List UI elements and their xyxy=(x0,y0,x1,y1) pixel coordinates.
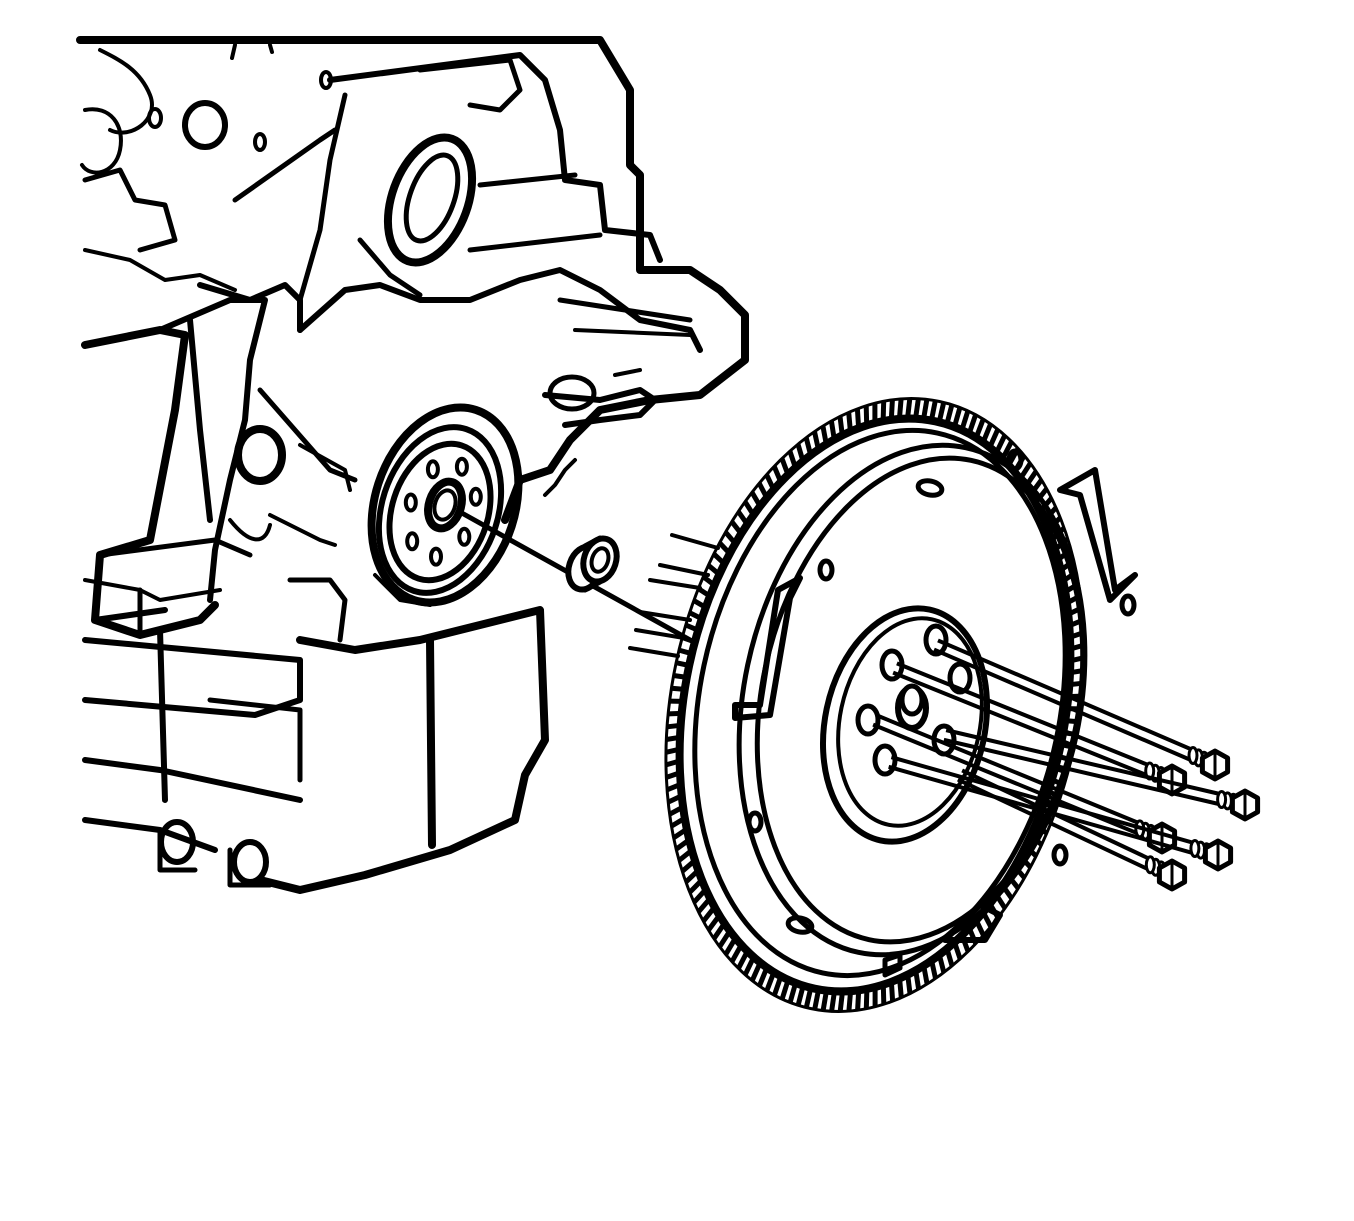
bolt-shank-edge xyxy=(937,638,1218,763)
flange-bolt-hole xyxy=(468,486,483,507)
crankshaft-flange xyxy=(386,440,494,584)
bolt-shank-edge xyxy=(896,661,1175,778)
bolt-thread xyxy=(1189,839,1201,858)
flywheel-bolt xyxy=(957,768,1188,892)
flange-bolt-hole xyxy=(405,531,420,552)
bolt-thread xyxy=(1187,746,1199,765)
bolt-shank-edge xyxy=(876,713,1165,836)
flange-bolt-hole xyxy=(429,546,443,567)
bolt-shank-edge xyxy=(890,755,1220,853)
bolt-shank-edge xyxy=(933,647,1214,772)
bolt-shank-edge xyxy=(872,722,1161,845)
bolt-shank-edge xyxy=(943,737,1245,812)
flywheel-bolt-hole xyxy=(923,623,949,657)
flange-bolt-hole xyxy=(454,456,469,477)
engine-block xyxy=(76,36,749,894)
flywheel-bolt-hole xyxy=(899,683,925,717)
flywheel-bolts xyxy=(872,638,1261,892)
flywheel-bolt xyxy=(888,755,1234,872)
flange-bolt-hole xyxy=(403,492,418,513)
bolt-thread xyxy=(1216,790,1228,809)
bolt-thread xyxy=(1144,855,1156,875)
flywheel-bolt xyxy=(943,728,1261,822)
bolt-shank-edge xyxy=(961,768,1175,873)
bolt-shank-edge xyxy=(892,670,1171,787)
bolt-shank-edge xyxy=(957,777,1171,882)
flywheel-bolt-hole xyxy=(855,703,881,737)
bolt-shank-edge xyxy=(945,728,1247,803)
flange-bolt-hole xyxy=(457,526,472,547)
flange-bolt-hole xyxy=(425,459,440,480)
flywheel-bolt xyxy=(933,638,1231,782)
flange-bolt-holes xyxy=(403,456,483,567)
